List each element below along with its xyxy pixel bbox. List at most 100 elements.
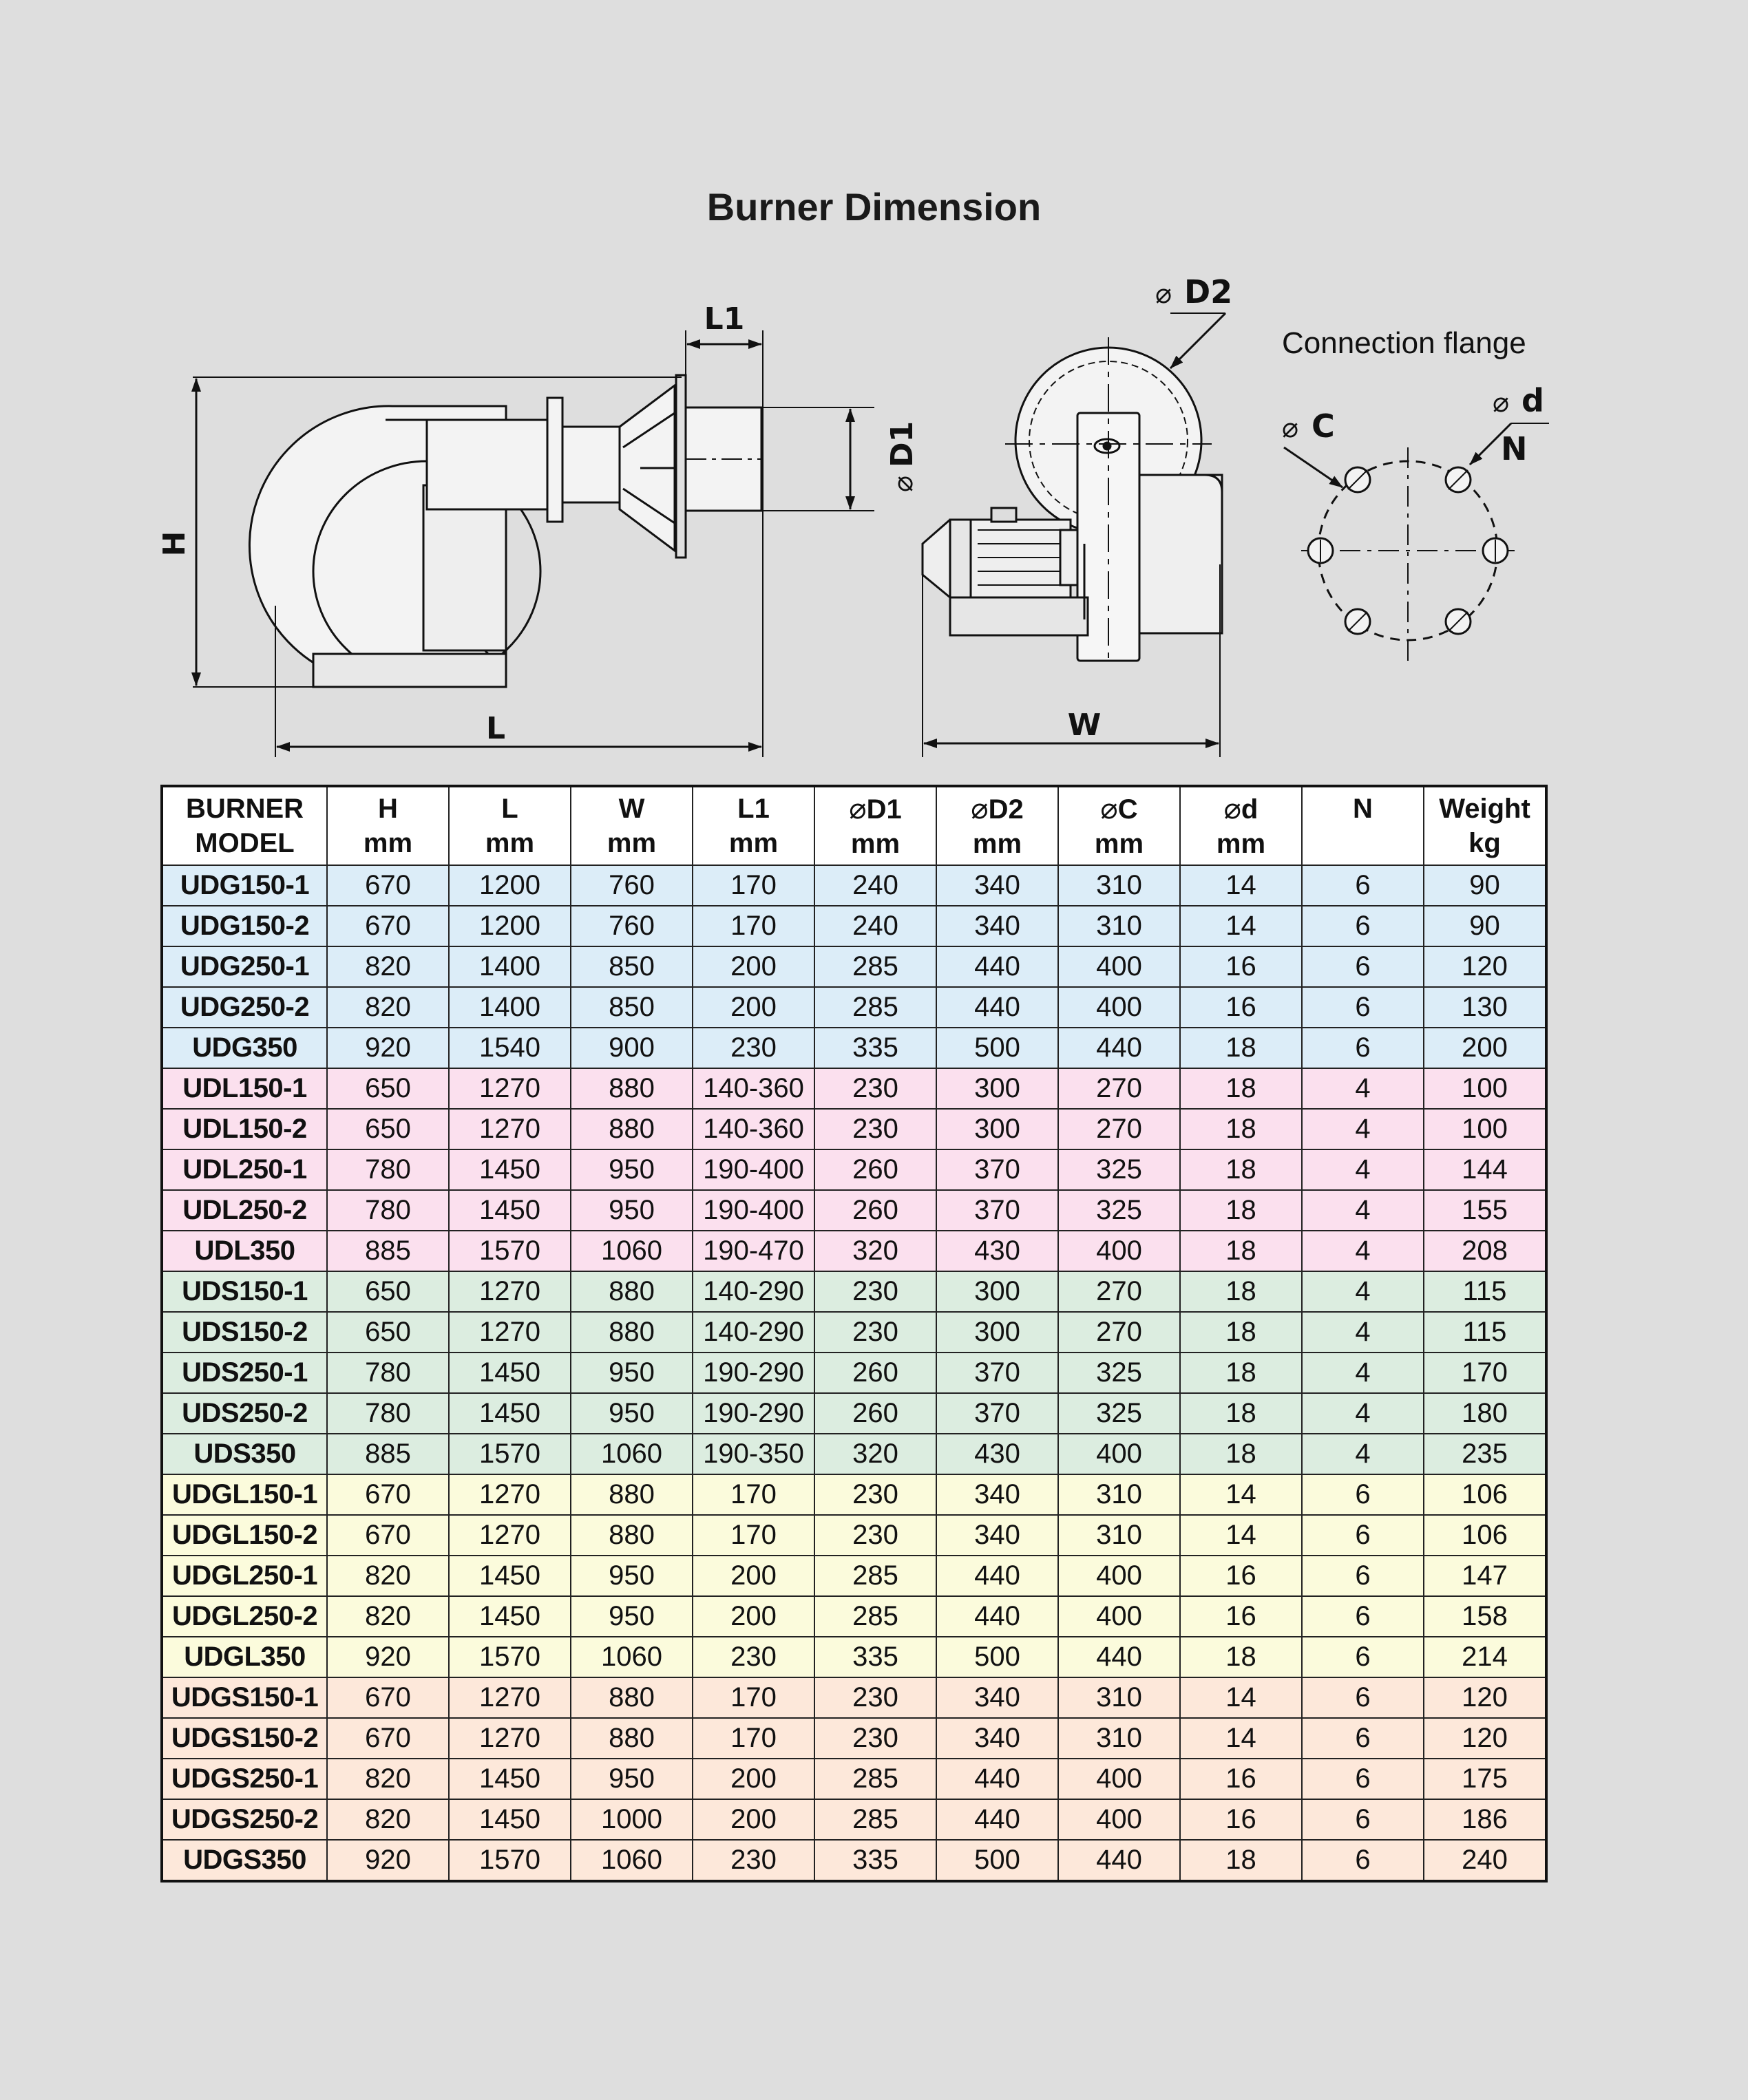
table-cell: 190-290 [692, 1352, 815, 1394]
table-cell: 115 [1423, 1271, 1547, 1313]
side-view [249, 374, 763, 688]
table-cell: 155 [1423, 1189, 1547, 1231]
motor-base [949, 596, 1089, 637]
table-cell: 6 [1301, 1717, 1424, 1759]
table-cell: 1270 [448, 1474, 571, 1516]
table-cell: 820 [326, 1758, 450, 1800]
table-cell: 4 [1301, 1189, 1424, 1231]
table-cell: 880 [570, 1271, 693, 1313]
table-cell: 208 [1423, 1230, 1547, 1272]
table-cell: 1450 [448, 1392, 571, 1434]
table-cell: 170 [692, 905, 815, 947]
model-cell: UDL150-1 [161, 1068, 328, 1110]
label-L: L [486, 711, 505, 746]
table-cell: 440 [1057, 1636, 1181, 1678]
table-cell: 18 [1179, 1636, 1303, 1678]
table-cell: 6 [1301, 1758, 1424, 1800]
table-cell: 240 [814, 865, 937, 906]
table-cell: 310 [1057, 1717, 1181, 1759]
table-cell: 230 [814, 1271, 937, 1313]
table-cell: 200 [692, 1758, 815, 1800]
table-cell: 270 [1057, 1311, 1181, 1353]
table-cell: 1450 [448, 1595, 571, 1637]
model-cell: UDS250-2 [161, 1392, 328, 1434]
table-cell: 90 [1423, 865, 1547, 906]
table-cell: 325 [1057, 1149, 1181, 1191]
table-cell: 140-360 [692, 1108, 815, 1150]
table-cell: 1570 [448, 1230, 571, 1272]
label-H: H [157, 531, 192, 557]
table-cell: 780 [326, 1149, 450, 1191]
table-cell: 285 [814, 1555, 937, 1597]
table-cell: 340 [936, 1717, 1059, 1759]
column-header-label: L1 [737, 794, 770, 824]
table-cell: 230 [814, 1514, 937, 1556]
table-cell: 440 [936, 1758, 1059, 1800]
table-cell: 14 [1179, 1717, 1303, 1759]
table-cell: 340 [936, 1514, 1059, 1556]
table-cell: 6 [1301, 865, 1424, 906]
table-cell: 18 [1179, 1230, 1303, 1272]
table-cell: 340 [936, 865, 1059, 906]
column-header-unit: mm [363, 828, 413, 858]
table-cell: 240 [1423, 1839, 1547, 1882]
table-cell: 6 [1301, 1474, 1424, 1516]
table-cell: 1060 [570, 1839, 693, 1882]
table-cell: 440 [1057, 1027, 1181, 1069]
table-cell: 190-400 [692, 1189, 815, 1231]
table-cell: 440 [936, 986, 1059, 1028]
label-d-symbol: ⌀ [1493, 387, 1509, 418]
table-cell: 400 [1057, 1799, 1181, 1841]
model-cell: UDG350 [161, 1027, 328, 1069]
table-cell: 880 [570, 1717, 693, 1759]
table-cell: 200 [692, 1799, 815, 1841]
table-cell: 200 [692, 1555, 815, 1597]
table-cell: 140-290 [692, 1271, 815, 1313]
table-cell: 235 [1423, 1433, 1547, 1475]
table-cell: 270 [1057, 1068, 1181, 1110]
connection-flange [1283, 422, 1549, 664]
table-cell: 950 [570, 1392, 693, 1434]
table-cell: 16 [1179, 1758, 1303, 1800]
table-cell: 4 [1301, 1149, 1424, 1191]
model-cell: UDGS150-2 [161, 1717, 328, 1759]
table-cell: 6 [1301, 1839, 1424, 1882]
table-cell: 270 [1057, 1108, 1181, 1150]
model-cell: UDS150-2 [161, 1311, 328, 1353]
table-cell: 1270 [448, 1514, 571, 1556]
model-cell: UDGL350 [161, 1636, 328, 1678]
table-cell: 650 [326, 1311, 450, 1353]
table-cell: 120 [1423, 1677, 1547, 1719]
table-cell: 6 [1301, 1636, 1424, 1678]
table-cell: 500 [936, 1027, 1059, 1069]
table-cell: 320 [814, 1433, 937, 1475]
table-cell: 300 [936, 1271, 1059, 1313]
model-cell: UDGS350 [161, 1839, 328, 1882]
table-cell: 335 [814, 1027, 937, 1069]
table-cell: 14 [1179, 1514, 1303, 1556]
model-cell: UDS150-1 [161, 1271, 328, 1313]
table-cell: 440 [936, 946, 1059, 988]
label-D1: D1 [885, 421, 920, 467]
table-cell: 950 [570, 1595, 693, 1637]
table-cell: 300 [936, 1311, 1059, 1353]
column-header-label: L [501, 794, 518, 824]
table-cell: 230 [814, 1717, 937, 1759]
table-cell: 200 [692, 1595, 815, 1637]
table-cell: 230 [814, 1677, 937, 1719]
mounting-flange [546, 396, 564, 523]
table-cell: 820 [326, 946, 450, 988]
table-cell: 400 [1057, 1758, 1181, 1800]
